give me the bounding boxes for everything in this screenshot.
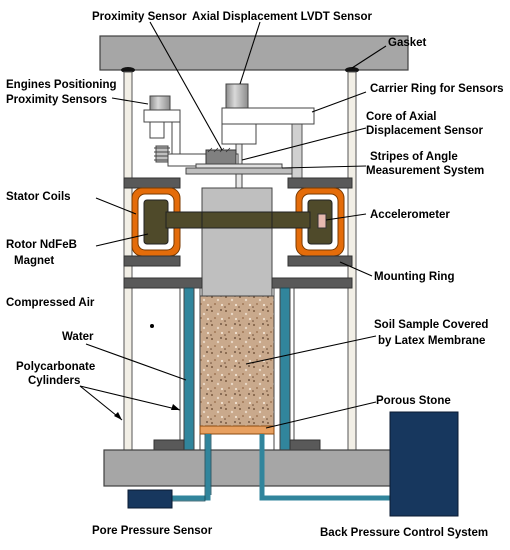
mount-bar-top-right (287, 177, 353, 189)
label-soil-1: Soil Sample Covered (374, 319, 488, 331)
mount-bar-top-left (123, 177, 181, 189)
water-left (183, 287, 195, 451)
leader-engines (111, 97, 149, 105)
label-accelerometer: Accelerometer (370, 209, 450, 221)
water-right (279, 287, 291, 451)
leader-poly-1 (79, 385, 123, 421)
leader-poly-2 (79, 385, 181, 411)
base-plate (103, 449, 407, 487)
compressed-air-marker (150, 324, 154, 328)
leader-rotor (95, 233, 149, 247)
leader-gasket (351, 45, 387, 69)
leader-carrier (311, 91, 367, 113)
loading-piston (201, 187, 273, 297)
label-compressed-air: Compressed Air (6, 297, 95, 309)
label-stripes-1: Stripes of Angle (370, 151, 458, 163)
engine-sensor-stem (149, 121, 165, 139)
leader-porous (265, 401, 377, 429)
label-gasket: Gasket (388, 37, 427, 49)
label-core-1: Core of Axial (366, 111, 437, 123)
arrow-poly-1 (114, 412, 122, 420)
back-pressure-system (389, 411, 459, 517)
mount-bar-mid-right (287, 255, 353, 267)
label-pore-pressure: Pore Pressure Sensor (92, 525, 213, 537)
leader-stripes (281, 165, 367, 169)
angle-disc-top (195, 163, 283, 169)
label-porous-stone: Porous Stone (376, 395, 451, 407)
soil-sample (199, 295, 275, 427)
accelerometer (317, 213, 327, 229)
mount-bar-low-left (123, 277, 203, 289)
label-stator-coils: Stator Coils (6, 191, 71, 203)
poly-outer-right (289, 287, 295, 451)
pore-pressure-pipe (172, 434, 211, 501)
rotor-bar-overlay (201, 211, 273, 229)
label-engines-2: Proximity Sensors (6, 94, 107, 106)
pore-pressure-sensor (127, 489, 173, 509)
label-rotor-2: Magnet (14, 255, 54, 267)
back-pressure-pipe (259, 434, 392, 501)
porous-stone (199, 425, 275, 435)
label-poly-1: Polycarbonate (16, 361, 95, 373)
leader-soil (245, 335, 377, 365)
poly-wall-left (193, 287, 201, 451)
label-soil-2: by Latex Membrane (378, 335, 485, 347)
base-clamp-left (153, 439, 185, 451)
mount-bar-low-right (271, 277, 353, 289)
arrow-poly-2 (171, 404, 180, 410)
leader-core (241, 127, 367, 161)
engine-sensor-bracket (143, 109, 181, 123)
label-carrier-ring: Carrier Ring for Sensors (370, 83, 504, 95)
proximity-hatch (207, 147, 231, 153)
leader-accelerometer (325, 213, 367, 221)
label-engines-1: Engines Positioning (6, 79, 117, 91)
poly-outer-left (179, 287, 185, 451)
rotor-left-block (143, 199, 169, 245)
label-proximity-sensor: Proximity Sensor (92, 11, 187, 23)
gear-teeth (154, 147, 170, 161)
label-axial-lvdt: Axial Displacement LVDT Sensor (192, 11, 373, 23)
label-water: Water (62, 331, 94, 343)
carrier-block (221, 123, 257, 145)
label-rotor-1: Rotor NdFeB (6, 239, 77, 251)
leader-stator (95, 197, 137, 215)
label-stripes-2: Measurement System (366, 165, 484, 177)
engine-sensor-head (149, 95, 171, 111)
label-back-pressure: Back Pressure Control System (320, 527, 488, 539)
base-clamp-right (289, 439, 321, 451)
label-core-2: Displacement Sensor (366, 125, 483, 137)
leader-water (85, 343, 187, 381)
leader-lvdt (239, 21, 261, 85)
mount-bar-mid-left (123, 255, 181, 267)
sensor-post-right (291, 121, 303, 179)
pipe-outline-1 (172, 434, 212, 502)
leader-mounting (339, 261, 373, 277)
leader-proximity (149, 21, 223, 151)
carrier-ring (221, 107, 315, 125)
label-poly-2: Cylinders (28, 375, 80, 387)
angle-disc (185, 167, 293, 175)
label-mounting-ring: Mounting Ring (374, 271, 454, 283)
